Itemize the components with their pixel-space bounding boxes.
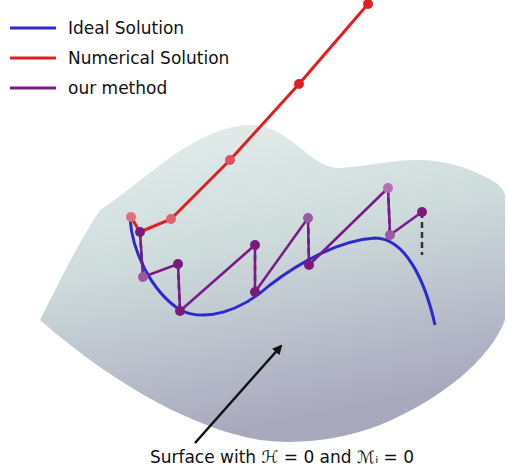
ideal-solution-curve [130,218,435,325]
legend-text: Numerical Solution [68,48,229,68]
legend-line [10,87,56,90]
constraint-surface [40,125,505,442]
our-method-path [140,188,422,311]
legend-line [10,27,56,30]
legend-text: our method [68,78,167,98]
legend-text: Ideal Solution [68,18,184,38]
numerical-solution-curve [131,4,368,232]
our-method-points [135,183,427,316]
surface-caption: Surface with ℋ = 0 and ℳᵢ = 0 [150,447,414,467]
pointer-arrow [195,346,281,443]
legend-line [10,57,56,60]
